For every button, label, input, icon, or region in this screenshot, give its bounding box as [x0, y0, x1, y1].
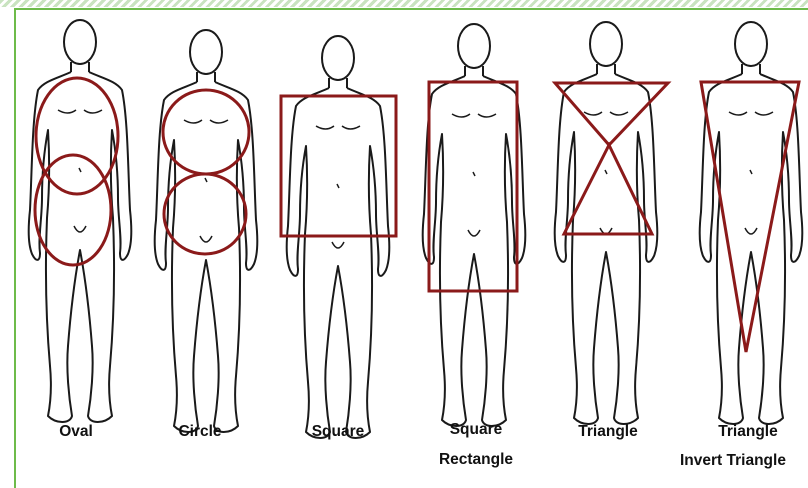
- label-oval: Oval: [36, 422, 116, 441]
- label-square: Square: [296, 422, 380, 441]
- figure-oval: [29, 20, 132, 422]
- circle-upper-circle: [163, 90, 249, 174]
- label-triangle: Triangle: [562, 422, 654, 441]
- label-invert-triangle-line1: Triangle: [702, 422, 794, 441]
- label-rectangle-line2: Rectangle: [424, 450, 528, 469]
- label-invert-triangle-line2: Invert Triangle: [680, 451, 808, 470]
- oval-lower-ellipse: [35, 155, 111, 265]
- figure-rectangle: [423, 24, 526, 426]
- label-rectangle-line1: Square: [434, 420, 518, 439]
- label-circle: Circle: [160, 422, 240, 441]
- square-outline: [281, 96, 396, 236]
